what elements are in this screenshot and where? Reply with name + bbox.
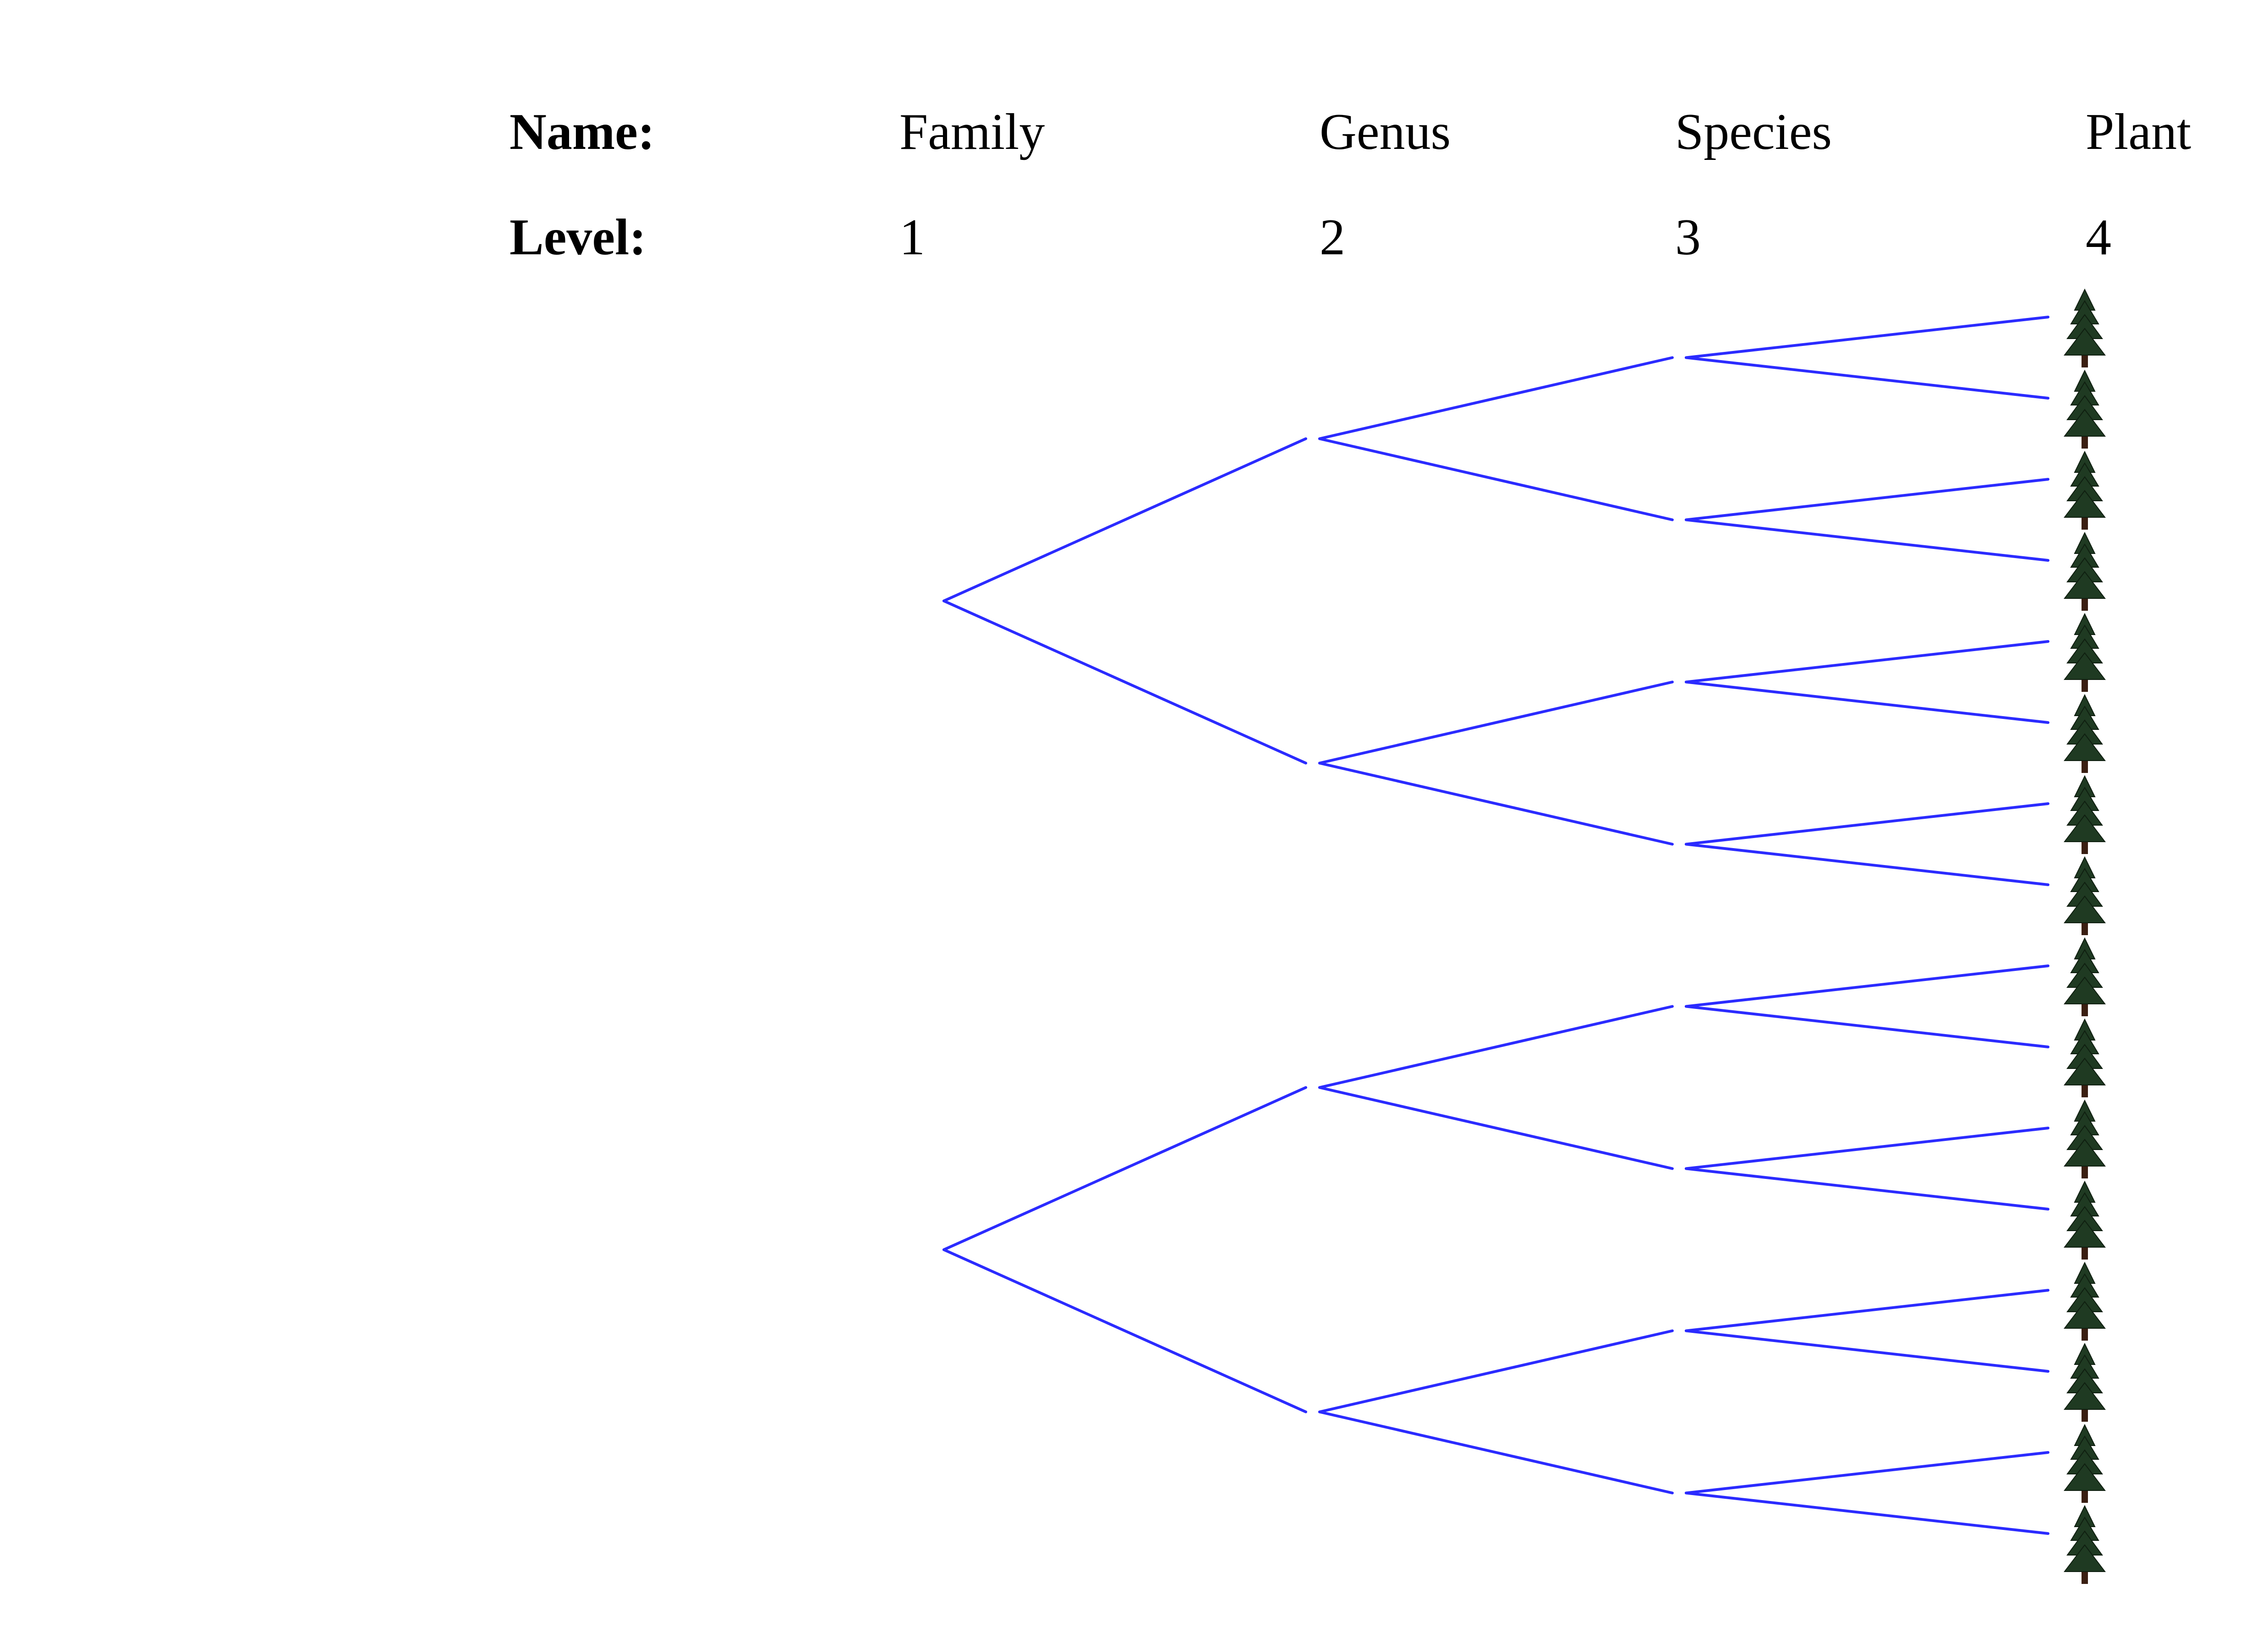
- column-name-plant: Plant: [2086, 104, 2191, 160]
- edge-species-6-plant-11: [1685, 1127, 2049, 1170]
- column-name-genus: Genus: [1320, 104, 1451, 160]
- edge-family-2-genus-3: [942, 1086, 1307, 1251]
- edge-species-8-plant-16: [1685, 1491, 2049, 1535]
- edge-genus-4-species-8: [1318, 1410, 1674, 1495]
- column-level-4: 4: [2086, 209, 2111, 266]
- column-level-2: 2: [1320, 209, 1345, 266]
- pine-tree-icon: [2064, 1262, 2105, 1341]
- edge-genus-3-species-5: [1318, 1005, 1674, 1089]
- pine-tree-icon: [2064, 776, 2105, 855]
- edge-family-1-genus-1: [942, 437, 1307, 603]
- edge-species-3-plant-6: [1685, 680, 2049, 724]
- edge-genus-2-species-4: [1318, 761, 1674, 846]
- edge-family-1-genus-2: [942, 599, 1307, 765]
- pine-tree-icon: [2064, 370, 2105, 449]
- edge-species-1-plant-2: [1685, 356, 2049, 400]
- pine-tree-icon: [2064, 532, 2105, 611]
- edge-genus-1-species-1: [1318, 356, 1674, 440]
- edge-genus-2-species-3: [1318, 680, 1674, 765]
- pine-tree-icon: [2064, 1181, 2105, 1260]
- edge-genus-4-species-7: [1318, 1329, 1674, 1413]
- edge-species-4-plant-7: [1685, 802, 2049, 846]
- edge-genus-1-species-2: [1318, 437, 1674, 521]
- edge-species-4-plant-8: [1685, 843, 2049, 886]
- pine-tree-icon: [2064, 1424, 2105, 1503]
- column-name-species: Species: [1675, 104, 1832, 160]
- edge-species-1-plant-1: [1685, 316, 2049, 359]
- plant-leaves: [2064, 289, 2105, 1584]
- edge-species-3-plant-5: [1685, 640, 2049, 684]
- pine-tree-icon: [2064, 1019, 2105, 1098]
- column-level-3: 3: [1675, 209, 1701, 266]
- pine-tree-icon: [2064, 289, 2105, 368]
- pine-tree-icon: [2064, 1100, 2105, 1179]
- edge-species-2-plant-3: [1685, 478, 2049, 521]
- column-name-family: Family: [899, 104, 1045, 160]
- edge-species-5-plant-9: [1685, 964, 2049, 1008]
- edge-species-2-plant-4: [1685, 518, 2049, 562]
- pine-tree-icon: [2064, 614, 2105, 692]
- pine-tree-icon: [2064, 857, 2105, 936]
- pine-tree-icon: [2064, 938, 2105, 1017]
- pine-tree-icon: [2064, 1343, 2105, 1422]
- tree-edges: [942, 316, 2049, 1535]
- pine-tree-icon: [2064, 451, 2105, 530]
- name-row-label: Name:: [509, 104, 655, 160]
- edge-family-2-genus-4: [942, 1248, 1307, 1413]
- pine-tree-icon: [2064, 1506, 2105, 1584]
- edge-species-6-plant-12: [1685, 1167, 2049, 1211]
- edge-species-7-plant-14: [1685, 1329, 2049, 1373]
- edge-species-8-plant-15: [1685, 1451, 2049, 1495]
- edge-species-7-plant-13: [1685, 1289, 2049, 1332]
- level-row-label: Level:: [509, 209, 646, 266]
- pine-tree-icon: [2064, 695, 2105, 773]
- edge-species-5-plant-10: [1685, 1005, 2049, 1048]
- column-level-1: 1: [899, 209, 925, 266]
- edge-genus-3-species-6: [1318, 1086, 1674, 1170]
